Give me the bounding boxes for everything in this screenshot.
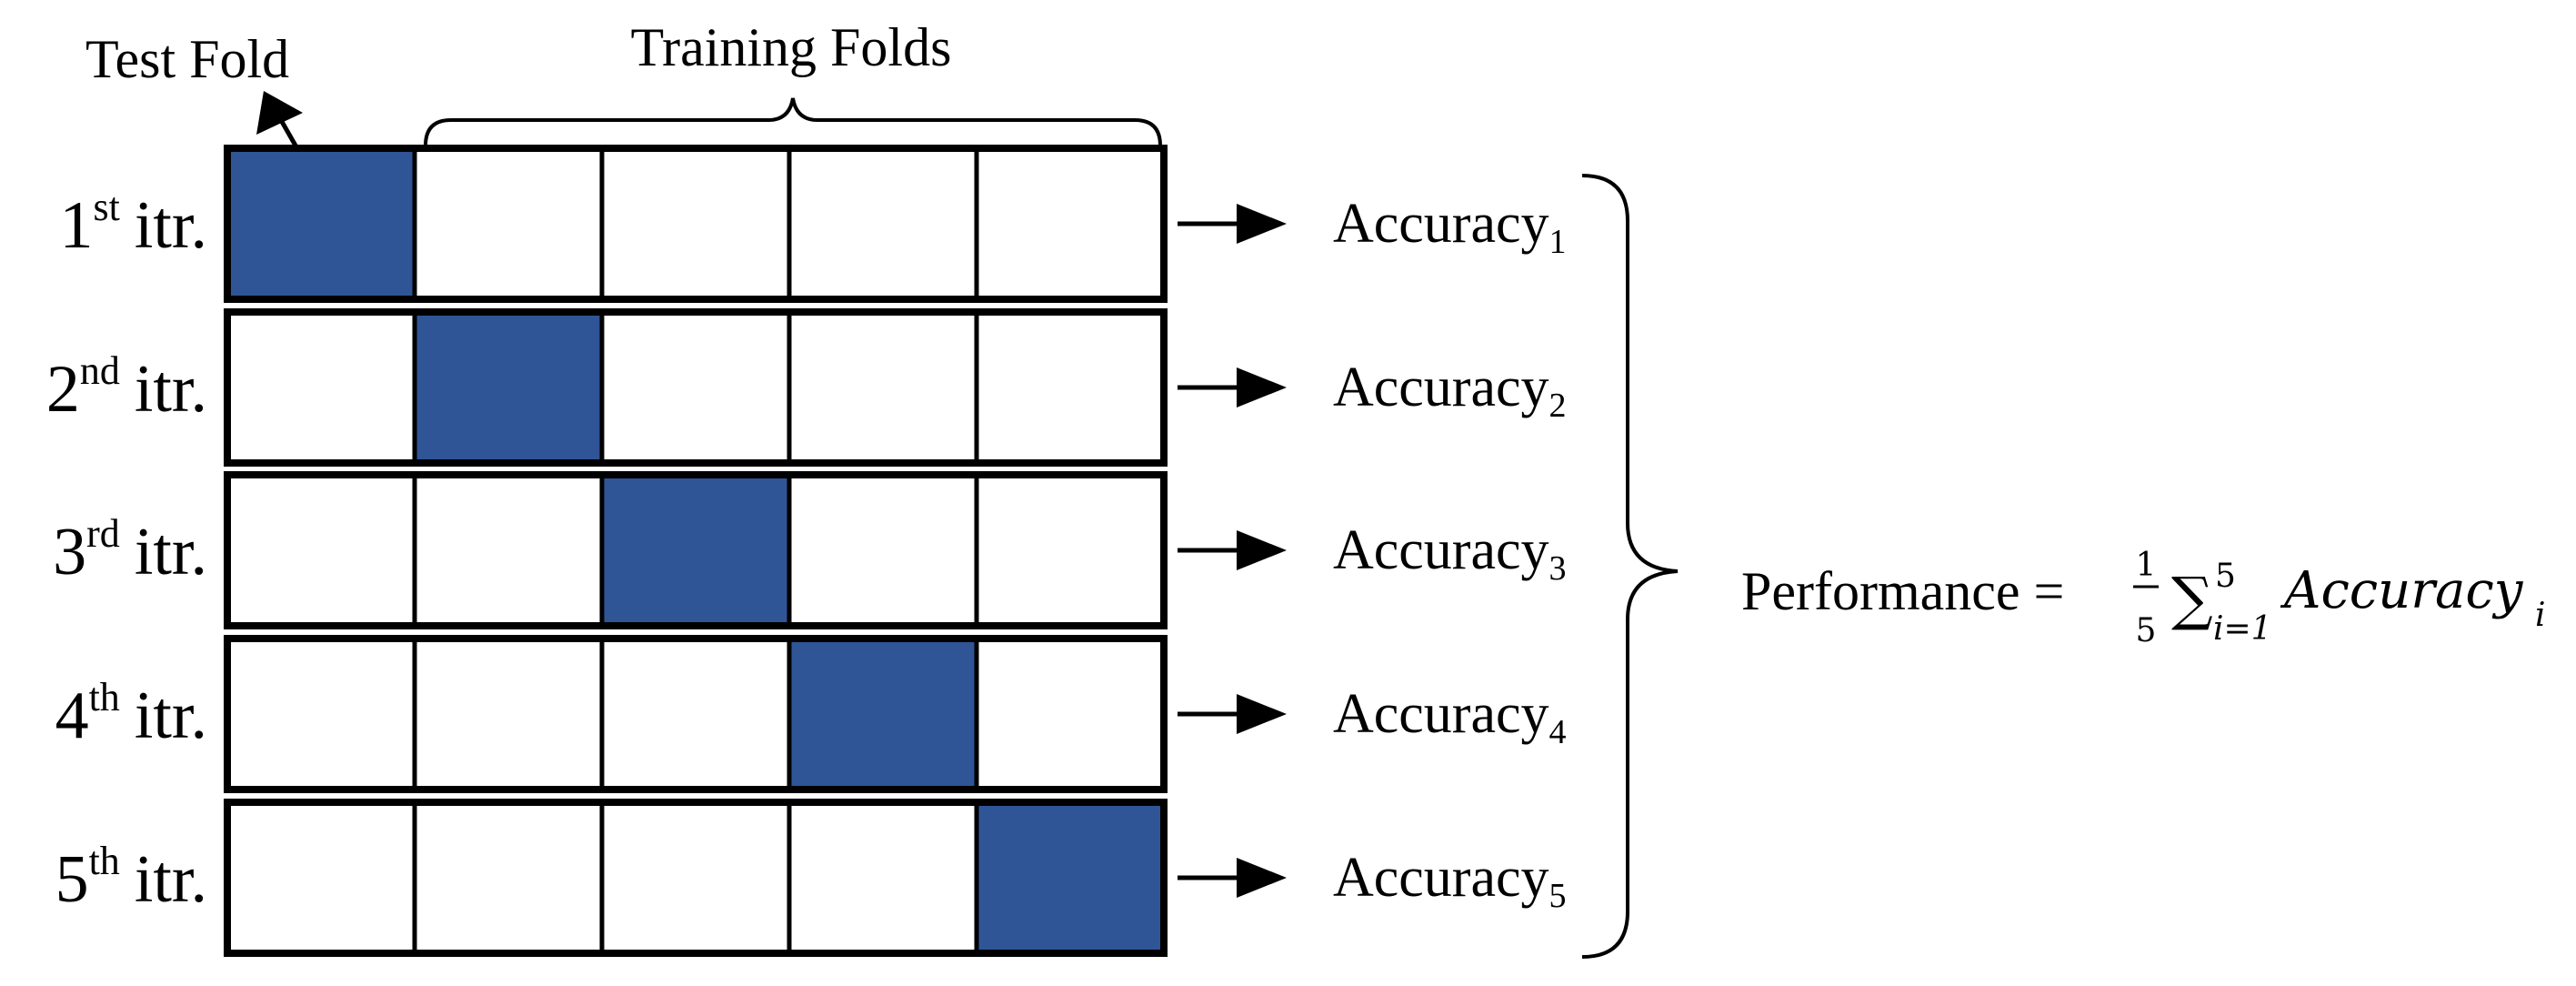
- fold-row-border: [224, 471, 1168, 629]
- iteration-label: 2nd itr.: [46, 348, 207, 427]
- performance-formula: Performance = 1 5 ∑ 5 i=1 Accuracy i: [1741, 547, 2546, 649]
- arrow-right-icon: [1178, 367, 1287, 407]
- iteration-suffix: rd: [86, 511, 120, 556]
- training-fold-cell: [974, 146, 1167, 302]
- training-fold-cell: [225, 472, 417, 629]
- fraction-denominator: 5: [2136, 612, 2157, 649]
- arrow-right-icon: [1178, 694, 1287, 734]
- training-fold-cell: [225, 309, 417, 466]
- test-fold-label: Test Fold: [85, 29, 289, 89]
- accuracy-subscript: 2: [1549, 387, 1567, 425]
- training-fold-cell: [412, 472, 605, 629]
- accuracy-label: Accuracy1: [1333, 193, 1567, 261]
- training-fold-cell: [599, 800, 792, 956]
- iteration-label: 4th itr.: [55, 675, 207, 753]
- test-fold-cell: [599, 472, 792, 629]
- training-fold-cell: [412, 636, 605, 792]
- iteration-word: itr.: [135, 842, 207, 917]
- training-fold-cell: [599, 309, 792, 466]
- training-fold-cell: [787, 472, 979, 629]
- accuracy-word: Accuracy: [1333, 847, 1549, 909]
- accuracy-word: Accuracy: [1333, 519, 1549, 581]
- sum-lower-limit: i=1: [2213, 610, 2272, 648]
- accuracy-label: Accuracy2: [1333, 357, 1567, 425]
- training-fold-cell: [599, 146, 792, 302]
- training-fold-cell: [974, 472, 1167, 629]
- formula-lhs: Performance =: [1741, 561, 2064, 621]
- formula-term-subscript: i: [2535, 597, 2546, 634]
- iteration-word: itr.: [135, 515, 207, 589]
- sum-upper-limit: 5: [2215, 558, 2236, 595]
- iteration-suffix: st: [93, 185, 119, 229]
- fold-row-border: [224, 635, 1168, 793]
- fold-row-border: [224, 145, 1168, 303]
- iteration-suffix: th: [89, 839, 120, 883]
- accuracy-label: Accuracy5: [1333, 847, 1567, 915]
- accuracy-label: Accuracy3: [1333, 519, 1567, 588]
- iteration-word: itr.: [135, 352, 207, 427]
- iteration-number: 2: [46, 352, 80, 427]
- accuracy-subscript: 1: [1549, 223, 1567, 261]
- iteration-word: itr.: [135, 188, 207, 263]
- iteration-number: 5: [55, 842, 89, 917]
- training-fold-cell: [599, 636, 792, 792]
- iteration-number: 1: [59, 188, 93, 263]
- training-fold-cell: [974, 309, 1167, 466]
- accuracy-subscript: 3: [1549, 549, 1567, 588]
- test-fold-cell: [412, 309, 605, 466]
- accuracy-subscript: 5: [1549, 877, 1567, 915]
- training-fold-cell: [412, 146, 605, 302]
- arrow-right-icon: [1178, 530, 1287, 570]
- training-folds-label: Training Folds: [631, 17, 952, 77]
- test-fold-cell: [787, 636, 979, 792]
- iteration-number: 4: [55, 679, 89, 753]
- accuracy-word: Accuracy: [1333, 193, 1549, 255]
- iteration-label: 3rd itr.: [53, 511, 207, 589]
- training-fold-cell: [974, 636, 1167, 792]
- training-fold-cell: [412, 800, 605, 956]
- iteration-number: 3: [53, 515, 86, 589]
- training-folds-brace: [424, 97, 1162, 146]
- test-fold-cell: [974, 800, 1167, 956]
- training-fold-cell: [787, 309, 979, 466]
- test-fold-cell: [225, 146, 417, 302]
- accuracy-subscript: 4: [1549, 713, 1567, 751]
- iteration-suffix: th: [89, 675, 120, 719]
- training-fold-cell: [787, 146, 979, 302]
- fraction-numerator: 1: [2136, 547, 2157, 584]
- iteration-word: itr.: [135, 679, 207, 753]
- accuracy-label: Accuracy4: [1333, 683, 1567, 751]
- accuracy-word: Accuracy: [1333, 357, 1549, 418]
- training-fold-cell: [225, 636, 417, 792]
- right-curly-brace-icon: [1581, 174, 1679, 959]
- training-fold-cell: [225, 800, 417, 956]
- formula-term: Accuracy: [2280, 561, 2524, 620]
- sum-symbol: ∑: [2171, 566, 2213, 633]
- iteration-label: 1st itr.: [59, 185, 207, 263]
- accuracy-word: Accuracy: [1333, 683, 1549, 745]
- training-fold-cell: [787, 800, 979, 956]
- iteration-label: 5th itr.: [55, 839, 207, 917]
- fold-row-border: [224, 799, 1168, 957]
- iteration-suffix: nd: [80, 348, 120, 393]
- arrow-right-icon: [1178, 858, 1287, 898]
- fold-row-border: [224, 308, 1168, 467]
- arrow-right-icon: [1178, 204, 1287, 244]
